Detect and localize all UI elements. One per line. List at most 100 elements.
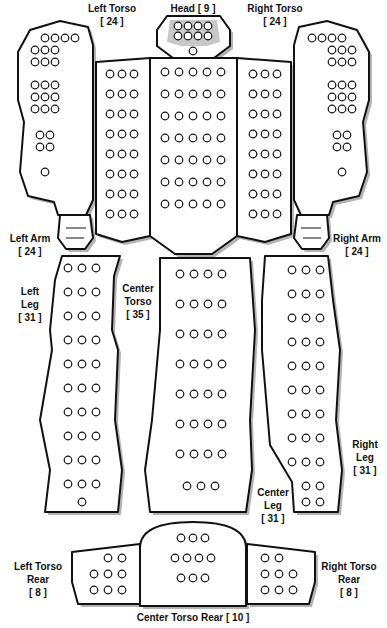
armor-pip: [197, 482, 205, 490]
armor-pip: [41, 168, 49, 176]
armor-pip: [261, 110, 269, 118]
armor-pip: [218, 420, 226, 428]
armor-pip: [316, 458, 324, 466]
armor-pip: [288, 290, 296, 298]
armor-pip: [218, 390, 226, 398]
armor-pip: [92, 312, 100, 320]
armor-pip: [316, 362, 324, 370]
armor-pip: [171, 554, 179, 562]
armor-pip: [176, 360, 184, 368]
leg-outline: [262, 256, 342, 512]
armor-pip: [161, 200, 169, 208]
armor-pip: [316, 266, 324, 274]
armor-pip: [217, 178, 225, 186]
armor-pip: [261, 70, 269, 78]
armor-pip: [203, 178, 211, 186]
armor-pip: [174, 22, 182, 30]
armor-pip: [118, 90, 126, 98]
location-label: Left Leg: [16, 285, 44, 311]
armor-pip: [118, 190, 126, 198]
armor-pip: [183, 482, 191, 490]
armor-pip: [261, 554, 269, 562]
armor-pip: [161, 156, 169, 164]
armor-pip: [92, 360, 100, 368]
torso-outline: [96, 58, 150, 242]
armor-pip: [218, 450, 226, 458]
armor-pip: [78, 408, 86, 416]
armor-pip: [217, 134, 225, 142]
armor-pip: [31, 105, 39, 113]
armor-pip: [190, 270, 198, 278]
armor-pip: [64, 408, 72, 416]
armor-pip: [204, 22, 212, 30]
armor-pip: [203, 90, 211, 98]
armor-pip: [249, 130, 257, 138]
armor-pip: [218, 300, 226, 308]
armor-pip: [64, 288, 72, 296]
armor-pip: [348, 81, 356, 89]
armor-pip: [184, 22, 192, 30]
armor-pip: [308, 34, 316, 42]
armor-pip: [78, 456, 86, 464]
armor-pip: [217, 112, 225, 120]
armor-pip: [78, 480, 86, 488]
armor-pip: [204, 300, 212, 308]
armor-pip: [118, 586, 126, 594]
armor-pip: [176, 300, 184, 308]
location-label: Center Torso Rear [ 10 ]: [108, 611, 278, 624]
torso-outline: [150, 58, 237, 254]
armor-pip: [338, 168, 346, 176]
armor-pip: [289, 586, 297, 594]
armor-pip: [175, 90, 183, 98]
armor-pip: [261, 570, 269, 578]
location-label: Right Arm: [328, 232, 386, 245]
armor-pip: [302, 458, 310, 466]
armor-pip: [78, 384, 86, 392]
armor-pip: [302, 434, 310, 442]
location-label: Right Torso Rear: [317, 560, 381, 586]
armor-pip: [64, 480, 72, 488]
armor-pip: [189, 200, 197, 208]
armor-pip: [104, 586, 112, 594]
armor-pip: [106, 110, 114, 118]
armor-pip: [176, 390, 184, 398]
armor-pip: [338, 46, 346, 54]
armor-pip: [217, 156, 225, 164]
location-label: Center Leg: [254, 486, 292, 512]
armor-pip: [204, 390, 212, 398]
armor-pip: [249, 170, 257, 178]
armor-pip: [64, 336, 72, 344]
armor-pip: [106, 70, 114, 78]
armor-pip: [289, 570, 297, 578]
armor-pip: [189, 534, 197, 542]
armor-pip: [189, 574, 197, 582]
armor-value: [ 35 ]: [118, 308, 158, 321]
armor-pip: [190, 390, 198, 398]
armor-pip: [273, 150, 281, 158]
armor-pip: [316, 314, 324, 322]
armor-pip: [288, 410, 296, 418]
armor-pip: [204, 330, 212, 338]
armor-pip: [328, 105, 336, 113]
armor-pip: [204, 32, 212, 40]
armor-pip: [288, 386, 296, 394]
armor-pip: [41, 81, 49, 89]
armor-pip: [31, 46, 39, 54]
arm-outline: [294, 21, 369, 215]
armor-pip: [275, 554, 283, 562]
armor-pip: [118, 554, 126, 562]
armor-pip: [189, 68, 197, 76]
armor-pip: [51, 34, 59, 42]
armor-pip: [130, 110, 138, 118]
armor-pip: [31, 93, 39, 101]
hand-outline: [58, 215, 93, 249]
armor-pip: [316, 434, 324, 442]
armor-pip: [106, 90, 114, 98]
finger-lines: [66, 228, 321, 238]
cockpit-shade: [167, 20, 220, 46]
armor-pip: [261, 586, 269, 594]
armor-pip: [207, 554, 215, 562]
armor-pip: [302, 498, 310, 506]
armor-pip: [78, 312, 86, 320]
head-outline: [157, 16, 230, 58]
